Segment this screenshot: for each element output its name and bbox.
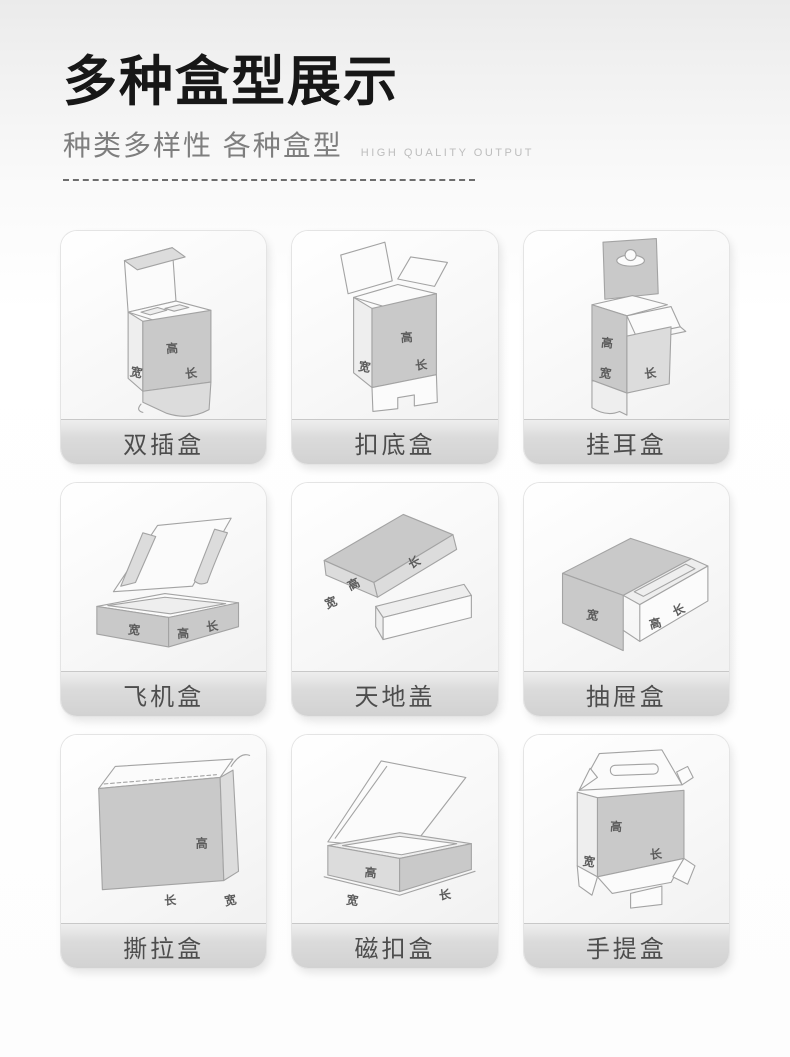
box-name-label: 飞机盒 [61, 671, 267, 717]
card-double-insert-box: 高 长 宽 双插盒 [61, 231, 267, 465]
width-label: 宽 [344, 892, 359, 909]
box-name-label: 撕拉盒 [61, 923, 267, 969]
card-lid-base-box: 长 高 宽 天地盖 [292, 483, 498, 717]
mailer-box-illustration: 宽 高 长 [61, 483, 266, 671]
height-label: 高 [345, 575, 362, 594]
length-label: 长 [184, 365, 198, 381]
length-label: 长 [644, 365, 658, 381]
magnetic-box-illustration: 高 宽 长 [292, 735, 497, 923]
length-label: 长 [649, 846, 663, 862]
section-header: 多种盒型展示 种类多样性 各种盒型 HIGH QUALITY OUTPUT [0, 0, 790, 182]
length-label: 长 [163, 893, 176, 909]
hang-tab-box-icon: 高 宽 长 [591, 238, 687, 417]
drawer-box-icon: 宽 高 长 [562, 538, 709, 652]
drawer-box-illustration: 宽 高 长 [524, 483, 729, 671]
snap-bottom-box-illustration: 高 长 宽 [292, 231, 497, 419]
lid-base-box-icon: 长 高 宽 [321, 514, 472, 641]
page-title: 多种盒型展示 [63, 52, 399, 112]
card-handle-box: 高 宽 长 手提盒 [523, 735, 729, 969]
length-label: 长 [438, 887, 452, 904]
handle-box-icon: 高 宽 长 [577, 749, 696, 910]
width-label: 宽 [222, 892, 237, 909]
card-magnetic-box: 高 宽 长 磁扣盒 [292, 735, 498, 969]
tear-strip-box-illustration: 高 长 宽 [61, 735, 266, 923]
box-name-label: 手提盒 [523, 923, 729, 969]
snap-bottom-box-icon: 高 长 宽 [340, 242, 448, 413]
height-label: 高 [364, 865, 378, 881]
hang-tab-box-illustration: 高 宽 长 [524, 231, 729, 419]
mailer-box-icon: 宽 高 长 [95, 518, 239, 648]
tear-strip-box-icon: 高 长 宽 [97, 754, 250, 909]
length-label: 长 [414, 357, 428, 373]
height-label: 高 [400, 330, 413, 346]
width-label: 宽 [581, 853, 596, 870]
height-label: 高 [165, 341, 178, 357]
box-type-grid: 高 长 宽 双插盒 高 长 宽 扣底盒 [61, 231, 729, 969]
card-mailer-box: 宽 高 长 飞机盒 [61, 483, 267, 717]
tagline-text: HIGH QUALITY OUTPUT [360, 147, 534, 160]
height-label: 高 [610, 819, 623, 835]
box-name-label: 抽屉盒 [523, 671, 729, 717]
dashed-separator [63, 179, 475, 182]
card-snap-bottom-box: 高 长 宽 扣底盒 [292, 231, 498, 465]
height-label: 高 [648, 615, 663, 632]
box-name-label: 磁扣盒 [292, 923, 498, 969]
length-label: 长 [670, 601, 687, 620]
card-hang-tab-box: 高 宽 长 挂耳盒 [523, 231, 729, 465]
handle-box-illustration: 高 宽 长 [524, 735, 729, 923]
width-label: 宽 [356, 358, 371, 375]
magnetic-box-icon: 高 宽 长 [323, 760, 476, 909]
width-label: 宽 [126, 622, 140, 638]
width-label: 宽 [598, 365, 613, 382]
height-label: 高 [195, 836, 207, 851]
box-name-label: 挂耳盒 [523, 419, 729, 465]
length-label: 长 [205, 618, 219, 635]
box-name-label: 扣底盒 [292, 419, 498, 465]
card-tear-strip-box: 高 长 宽 撕拉盒 [61, 735, 267, 969]
card-drawer-box: 宽 高 长 抽屉盒 [523, 483, 729, 717]
box-name-label: 双插盒 [61, 419, 267, 465]
height-label: 高 [176, 626, 189, 642]
double-insert-box-illustration: 高 长 宽 [61, 231, 266, 419]
height-label: 高 [601, 335, 615, 351]
page-subtitle: 种类多样性 各种盒型 [63, 130, 343, 162]
lid-base-box-illustration: 长 高 宽 [292, 483, 497, 671]
width-label: 宽 [585, 607, 600, 624]
box-name-label: 天地盖 [292, 671, 498, 717]
double-insert-box-icon: 高 长 宽 [123, 247, 212, 418]
subtitle-row: 种类多样性 各种盒型 HIGH QUALITY OUTPUT [63, 124, 790, 164]
width-label: 宽 [128, 364, 144, 381]
width-label: 宽 [321, 594, 339, 613]
